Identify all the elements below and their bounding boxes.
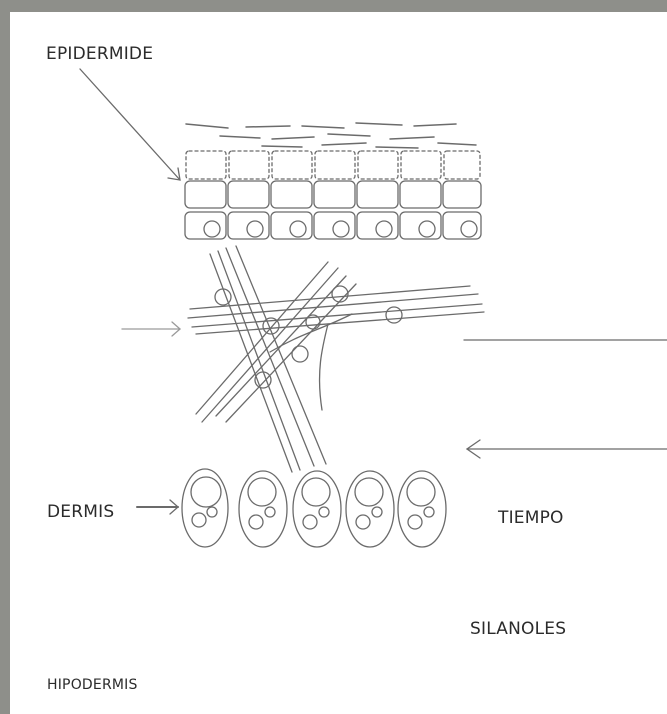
time-arrow	[467, 440, 667, 458]
collagen-fibers	[188, 246, 484, 472]
hypodermis-pointer-arrow	[137, 500, 178, 514]
epidermis-dashed-cells	[186, 151, 480, 179]
label-dermis: DERMIS	[47, 502, 114, 522]
label-tiempo: TIEMPO	[498, 508, 564, 528]
label-epidermide: EPIDERMIDE	[46, 44, 153, 64]
adipose-cells	[182, 469, 446, 547]
epidermis-pointer-arrow	[80, 69, 180, 180]
skin-layers-illustration	[10, 12, 667, 714]
epidermis-flakes	[186, 123, 476, 148]
diagram-canvas: EPIDERMIDE DERMIS TIEMPO SILANOLES HIPOD…	[10, 12, 667, 714]
label-hipodermis: HIPODERMIS	[47, 677, 138, 693]
epidermis-cells-row	[185, 181, 481, 208]
label-silanoles: SILANOLES	[470, 619, 566, 639]
dermis-pointer-arrow	[122, 322, 180, 336]
epidermis-basal-cells	[185, 212, 481, 239]
